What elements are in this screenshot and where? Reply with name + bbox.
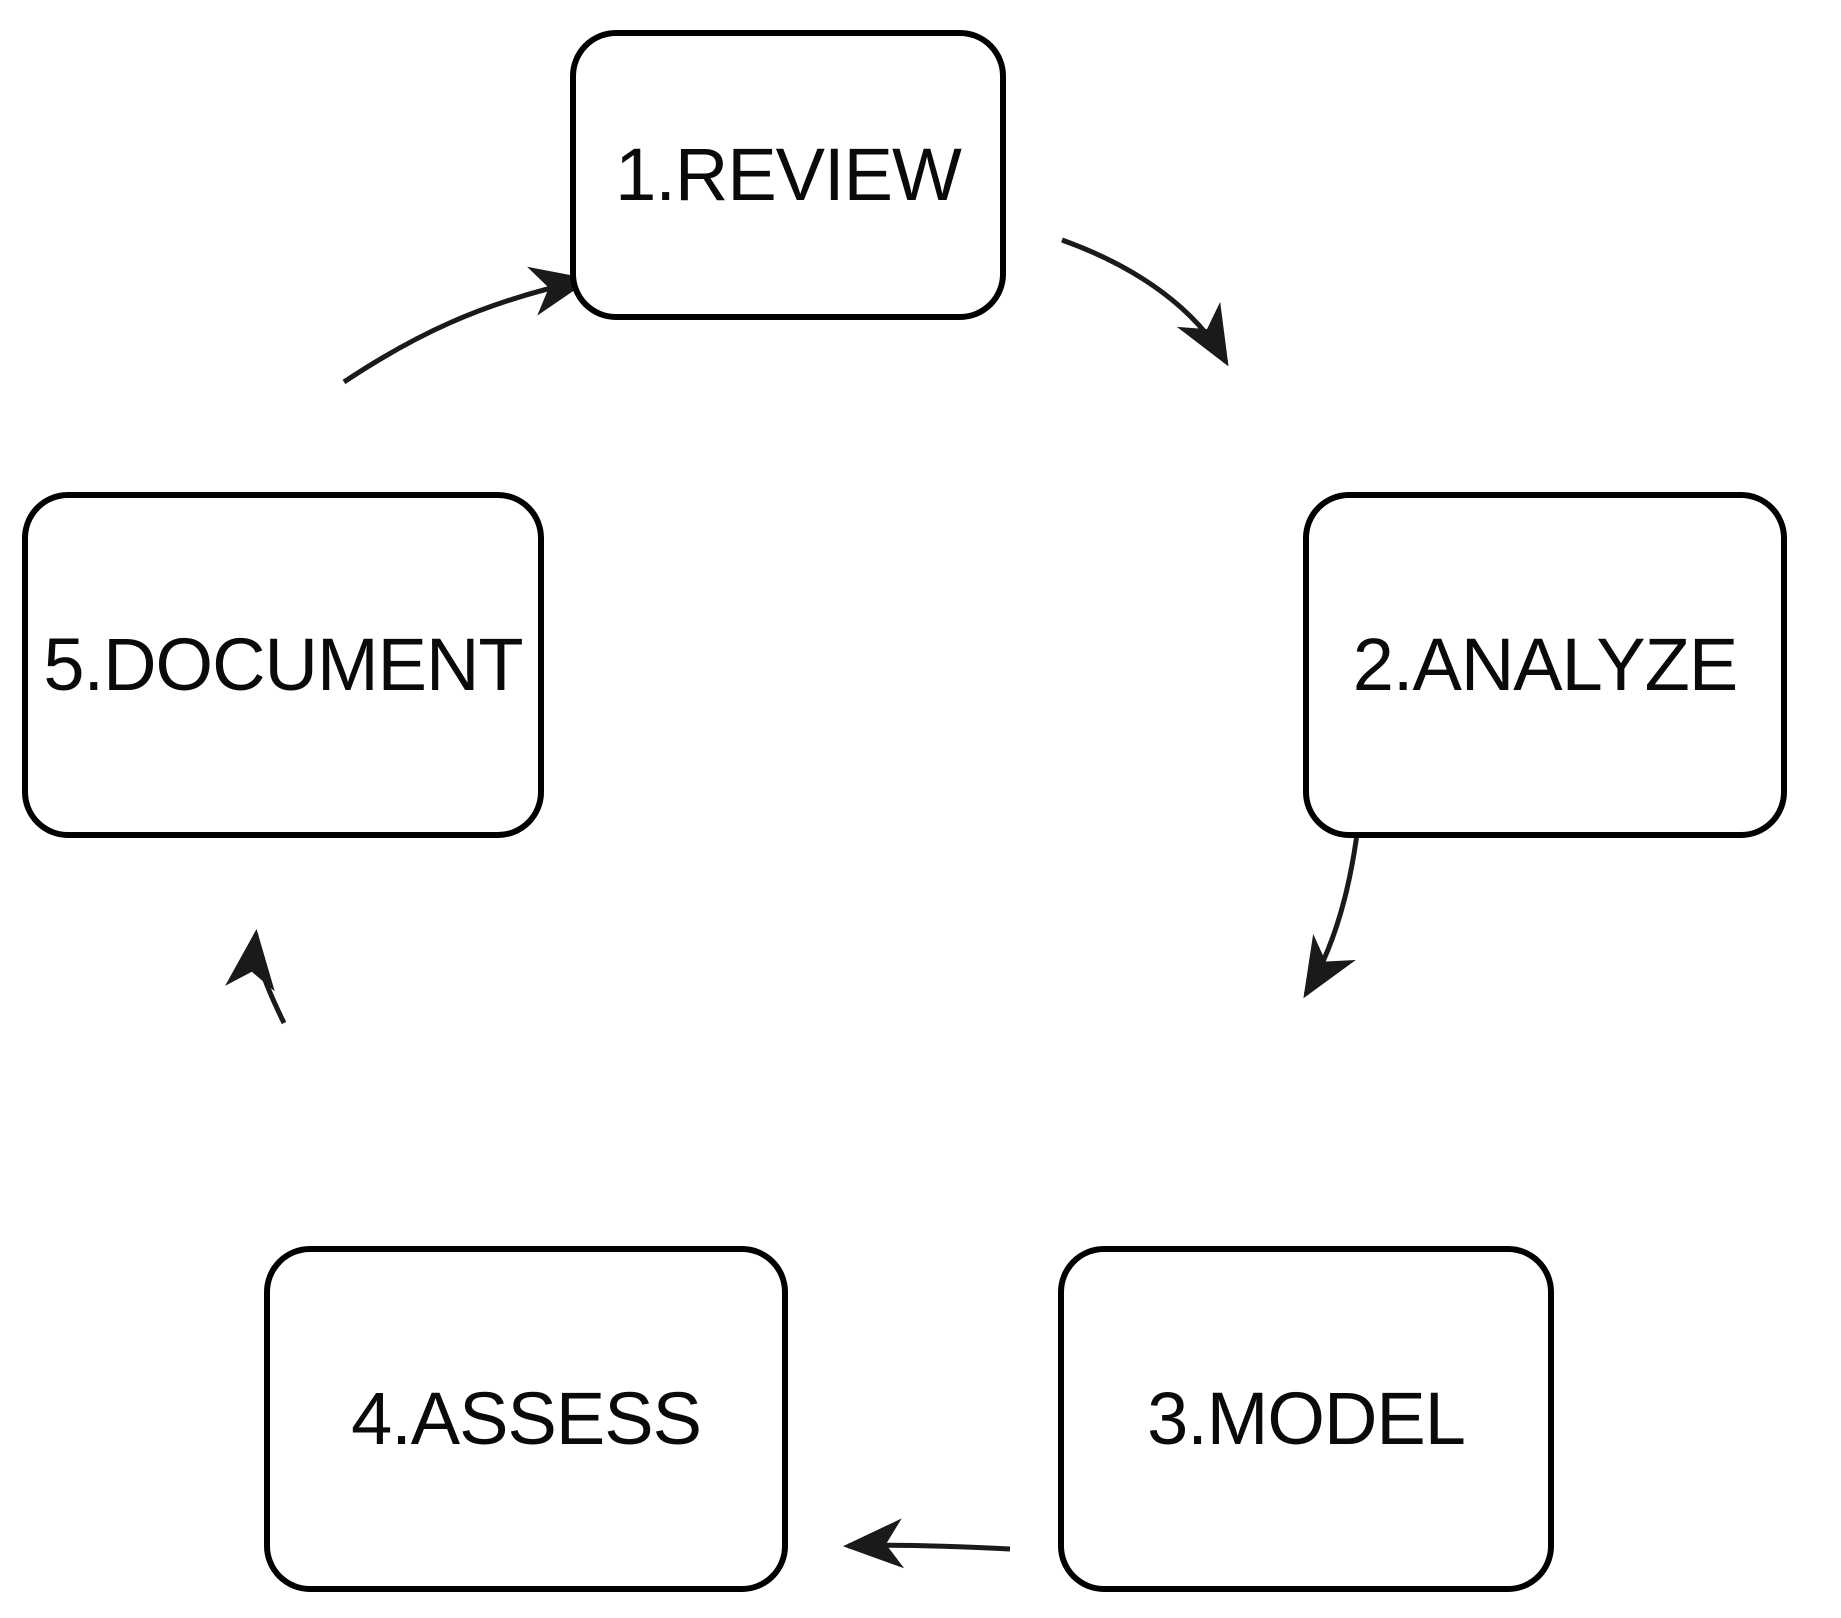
edge-review-to-analyze [1061,237,1229,367]
node-analyze[interactable]: 2.ANALYZE [1303,492,1787,838]
node-document-label: 5.DOCUMENT [43,623,523,706]
edge-model-to-assess [843,1518,1011,1569]
node-review-label: 1.REVIEW [615,133,962,216]
node-analyze-label: 2.ANALYZE [1352,623,1738,706]
node-model-label: 3.MODEL [1147,1377,1466,1460]
edge-assess-to-document [225,929,287,1025]
node-model[interactable]: 3.MODEL [1058,1246,1554,1592]
edge-document-to-review [342,266,591,385]
node-assess-label: 4.ASSESS [351,1377,702,1460]
node-assess[interactable]: 4.ASSESS [264,1246,788,1592]
node-document[interactable]: 5.DOCUMENT [22,492,544,838]
node-review[interactable]: 1.REVIEW [570,30,1006,320]
